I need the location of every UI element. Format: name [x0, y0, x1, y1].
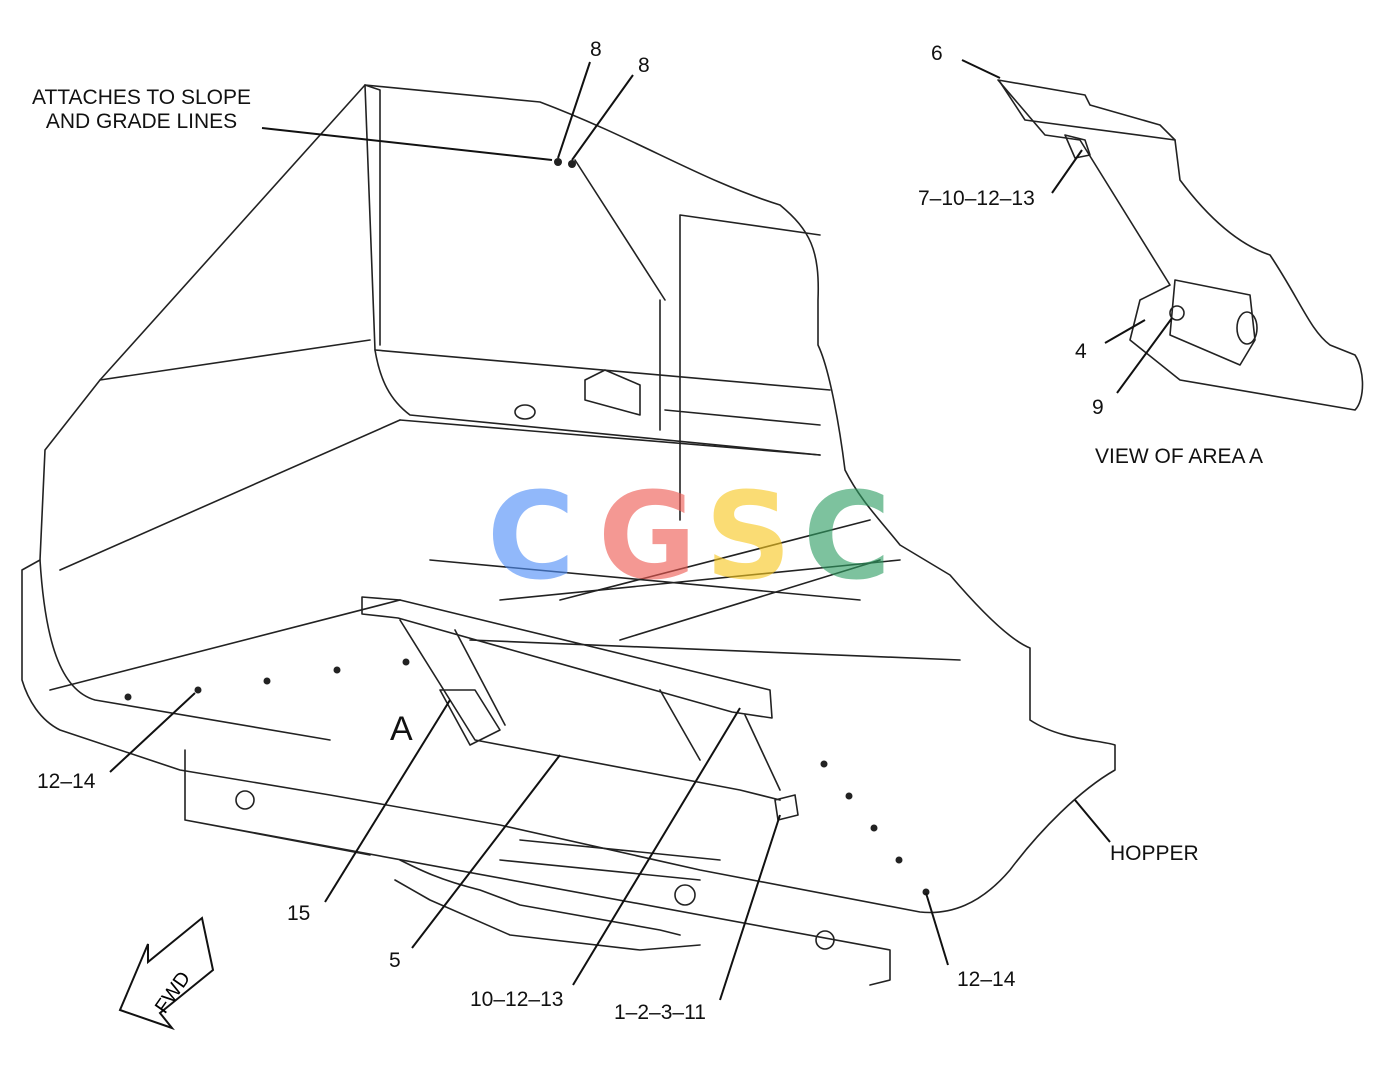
callout-7-10-12-13: 7–10–12–13	[918, 187, 1035, 210]
leader-15	[324, 699, 451, 903]
callout-8b: 8	[638, 54, 650, 77]
frame-rail	[184, 749, 891, 986]
watermark-letter-2: G	[598, 468, 697, 607]
hopper-floor	[399, 419, 961, 661]
leader-5	[411, 754, 561, 949]
leader-attaches	[261, 127, 553, 161]
leader-hopper	[1074, 799, 1111, 843]
callout-8a: 8	[590, 38, 602, 61]
view-area-a-caption: VIEW OF AREA A	[1095, 445, 1264, 468]
leader-12a	[109, 692, 196, 773]
leader-9	[1116, 317, 1173, 394]
callout-6: 6	[931, 42, 943, 65]
hopper-left-wall	[49, 339, 401, 691]
callout-5: 5	[389, 949, 401, 972]
hopper-outline	[21, 84, 1116, 914]
callout-hopper: HOPPER	[1110, 842, 1199, 865]
callout-1-2-3-11: 1–2–3–11	[614, 1001, 706, 1024]
callout-12-14-left: 12–14	[37, 770, 96, 793]
inset-bracket	[997, 79, 1364, 411]
leader-7	[1051, 149, 1083, 194]
center-divider	[659, 214, 821, 521]
callout-10-12-13: 10–12–13	[470, 988, 564, 1011]
callout-attaches: ATTACHES TO SLOPE AND GRADE LINES	[32, 86, 252, 133]
hopper-back-wall	[364, 84, 821, 456]
watermark-letter-3: S	[705, 468, 792, 607]
leader-8a	[557, 61, 591, 159]
watermark-letter-1: C	[487, 468, 576, 607]
leader-8b	[571, 74, 634, 161]
leader-12b	[925, 892, 949, 966]
leader-4	[1104, 319, 1146, 344]
area-a-marker: A	[390, 710, 413, 748]
watermark-letter-4: C	[803, 468, 892, 607]
grade-plate	[361, 596, 773, 719]
callout-4: 4	[1075, 340, 1087, 363]
leader-10	[572, 707, 741, 986]
leader-1	[719, 814, 781, 1001]
wall-bolts	[124, 158, 930, 896]
leader-6	[961, 59, 1001, 79]
callout-9: 9	[1092, 396, 1104, 419]
callout-12-14-right: 12–14	[957, 968, 1016, 991]
callout-15: 15	[287, 902, 311, 925]
